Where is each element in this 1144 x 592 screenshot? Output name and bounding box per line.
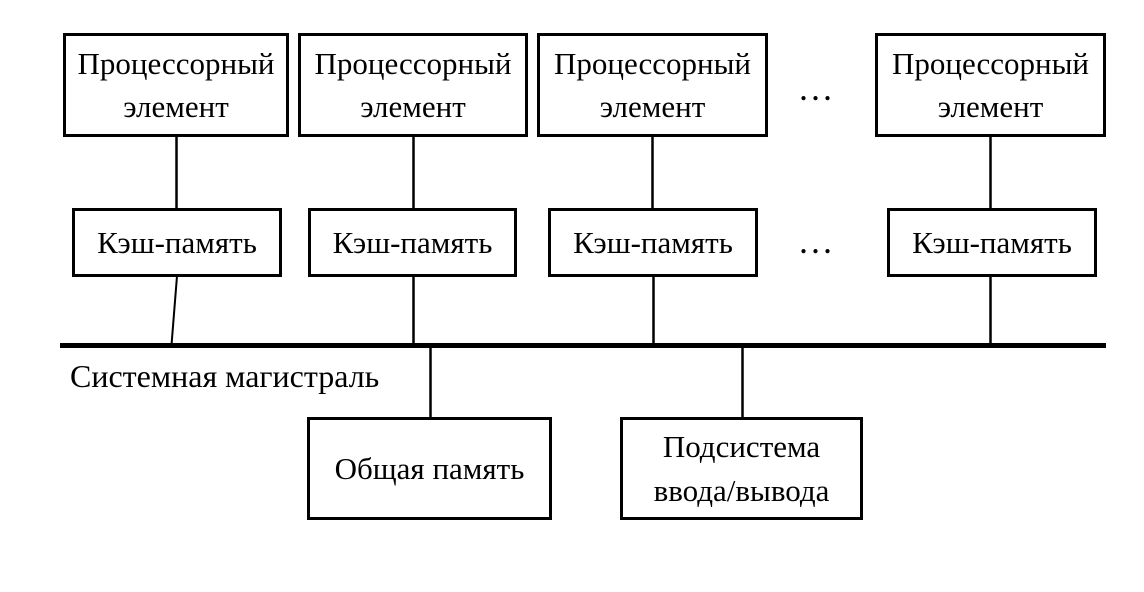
processor-element-box-3: Процессорный элемент bbox=[537, 33, 768, 137]
cache-memory-box-1: Кэш-память bbox=[72, 208, 282, 277]
cache-memory-label: Кэш-память bbox=[332, 224, 493, 260]
cache-memory-box-3: Кэш-память bbox=[548, 208, 758, 277]
processor-element-box-1: Процессорный элемент bbox=[63, 33, 289, 137]
processor-element-label: Процессорный элемент bbox=[77, 45, 275, 124]
ellipsis-caches: ... bbox=[799, 221, 835, 261]
processor-element-label: Процессорный элемент bbox=[553, 45, 752, 124]
io-subsystem-label: Подсистема ввода/вывода bbox=[653, 429, 830, 508]
cache-memory-label: Кэш-память bbox=[912, 224, 1072, 260]
shared-memory-label: Общая память bbox=[334, 450, 525, 486]
ellipsis-processors: ... bbox=[799, 68, 835, 108]
cache-memory-label: Кэш-память bbox=[573, 224, 733, 260]
system-bus-label: Системная магистраль bbox=[70, 358, 380, 394]
cache1-bus-connector bbox=[170, 275, 178, 346]
processor-element-box-4: Процессорный элемент bbox=[875, 33, 1106, 137]
shared-memory-box: Общая память bbox=[307, 417, 552, 520]
cache-memory-label: Кэш-память bbox=[97, 224, 257, 260]
io-subsystem-box: Подсистема ввода/вывода bbox=[620, 417, 863, 520]
processor-element-label: Процессорный элемент bbox=[314, 45, 512, 124]
processor-element-label: Процессорный элемент bbox=[891, 45, 1090, 124]
processor-element-box-2: Процессорный элемент bbox=[298, 33, 528, 137]
cache-memory-box-2: Кэш-память bbox=[308, 208, 517, 277]
cache-memory-box-4: Кэш-память bbox=[887, 208, 1097, 277]
